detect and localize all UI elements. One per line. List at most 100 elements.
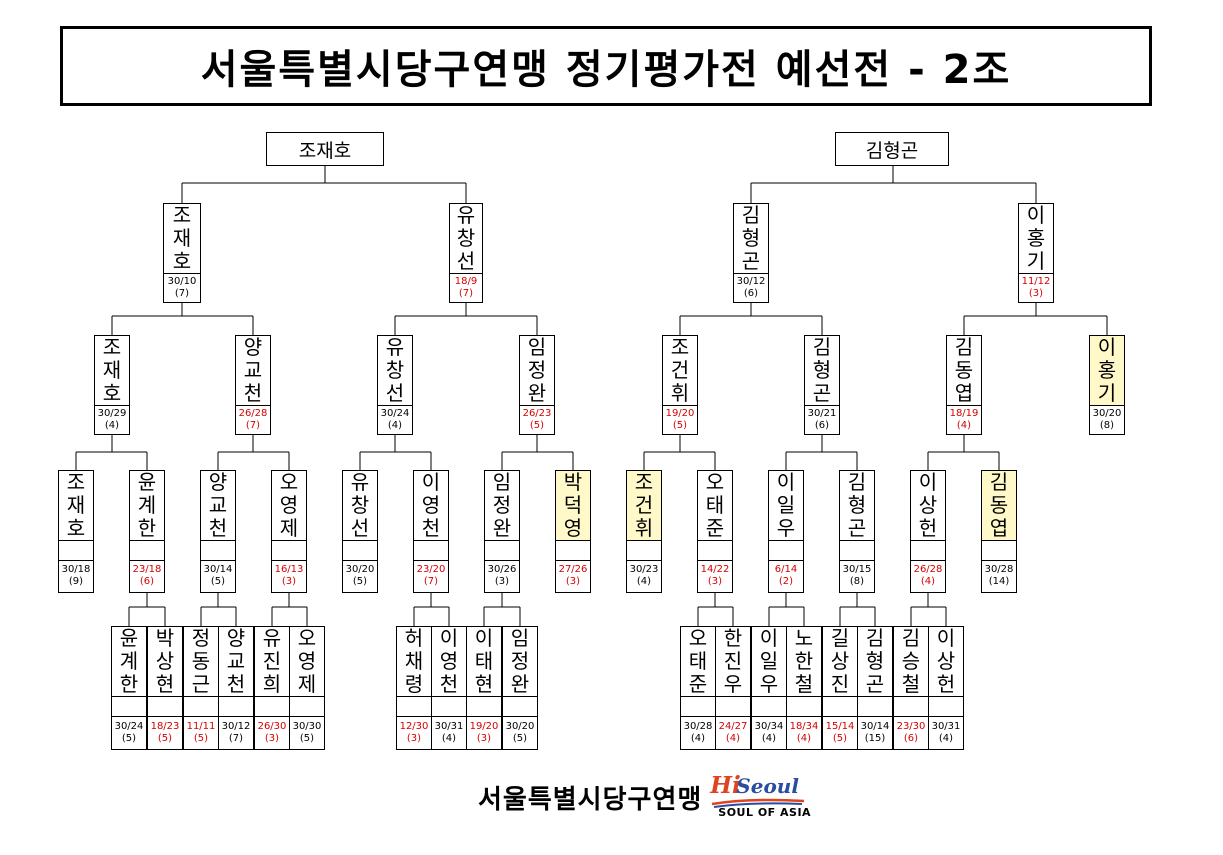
rank-value: (4) bbox=[938, 732, 954, 744]
rank-value: (3) bbox=[264, 732, 280, 744]
score-cell: 23/30(6) bbox=[894, 717, 928, 749]
score-cell: 11/11(5) bbox=[184, 717, 218, 749]
score-cell: 19/20(3) bbox=[467, 717, 501, 749]
score-value: 30/31 bbox=[434, 720, 464, 732]
score-value: 30/26 bbox=[487, 564, 517, 576]
score-value: 26/28 bbox=[238, 408, 268, 419]
score-value: 26/23 bbox=[522, 408, 552, 419]
rank-value: (4) bbox=[956, 420, 972, 431]
blank-cell bbox=[397, 696, 431, 717]
blank-cell bbox=[769, 540, 803, 561]
score-value: 30/28 bbox=[683, 720, 713, 732]
score-cell: 24/27(4) bbox=[716, 717, 750, 749]
blank-cell bbox=[840, 540, 874, 561]
score-value: 30/20 bbox=[1092, 408, 1122, 419]
rank-value: (3) bbox=[281, 576, 297, 588]
rank-value: (7) bbox=[423, 576, 439, 588]
score-cell: 30/15(8) bbox=[840, 561, 874, 592]
blank-cell bbox=[752, 696, 786, 717]
score-cell: 18/19(4) bbox=[947, 405, 981, 434]
rank-value: (3) bbox=[1028, 288, 1044, 299]
score-cell: 27/26(3) bbox=[556, 561, 590, 592]
score-value: 30/34 bbox=[754, 720, 784, 732]
rank-value: (6) bbox=[743, 288, 759, 299]
rank-value: (8) bbox=[1099, 420, 1115, 431]
rank-value: (3) bbox=[494, 576, 510, 588]
blank-cell bbox=[911, 540, 945, 561]
blank-cell bbox=[681, 696, 715, 717]
score-cell: 30/21(6) bbox=[805, 405, 839, 434]
page-title: 서울특별시당구연맹 정기평가전 예선전 - 2조 bbox=[200, 47, 1012, 93]
blank-cell bbox=[201, 540, 235, 561]
blank-cell bbox=[219, 696, 253, 717]
rank-value: (5) bbox=[832, 732, 848, 744]
blank-cell bbox=[503, 696, 537, 717]
score-cell: 30/24(4) bbox=[378, 405, 412, 434]
rank-value: (3) bbox=[476, 732, 492, 744]
rank-value: (4) bbox=[104, 420, 120, 431]
footer: 서울특별시당구연맹 Hi Seoul SOUL OF ASIA bbox=[478, 772, 811, 822]
score-value: 16/13 bbox=[274, 564, 304, 576]
blank-cell bbox=[130, 540, 164, 561]
score-cell: 23/20(7) bbox=[414, 561, 448, 592]
score-value: 18/34 bbox=[789, 720, 819, 732]
score-cell: 30/34(4) bbox=[752, 717, 786, 749]
rank-value: (5) bbox=[121, 732, 137, 744]
blank-cell bbox=[716, 696, 750, 717]
rank-value: (6) bbox=[814, 420, 830, 431]
score-value: 15/14 bbox=[825, 720, 855, 732]
score-value: 30/28 bbox=[984, 564, 1014, 576]
rank-value: (5) bbox=[672, 420, 688, 431]
score-value: 6/14 bbox=[774, 564, 798, 576]
rank-value: (4) bbox=[387, 420, 403, 431]
blank-cell bbox=[467, 696, 501, 717]
score-value: 11/12 bbox=[1021, 276, 1051, 287]
score-value: 30/18 bbox=[61, 564, 91, 576]
score-value: 30/20 bbox=[345, 564, 375, 576]
score-cell: 23/18(6) bbox=[130, 561, 164, 592]
score-value: 26/28 bbox=[913, 564, 943, 576]
score-value: 30/23 bbox=[629, 564, 659, 576]
score-value: 30/12 bbox=[736, 276, 766, 287]
rank-value: (9) bbox=[68, 576, 84, 588]
rank-value: (4) bbox=[690, 732, 706, 744]
score-cell: 30/10(7) bbox=[164, 273, 200, 302]
score-cell: 12/30(3) bbox=[397, 717, 431, 749]
